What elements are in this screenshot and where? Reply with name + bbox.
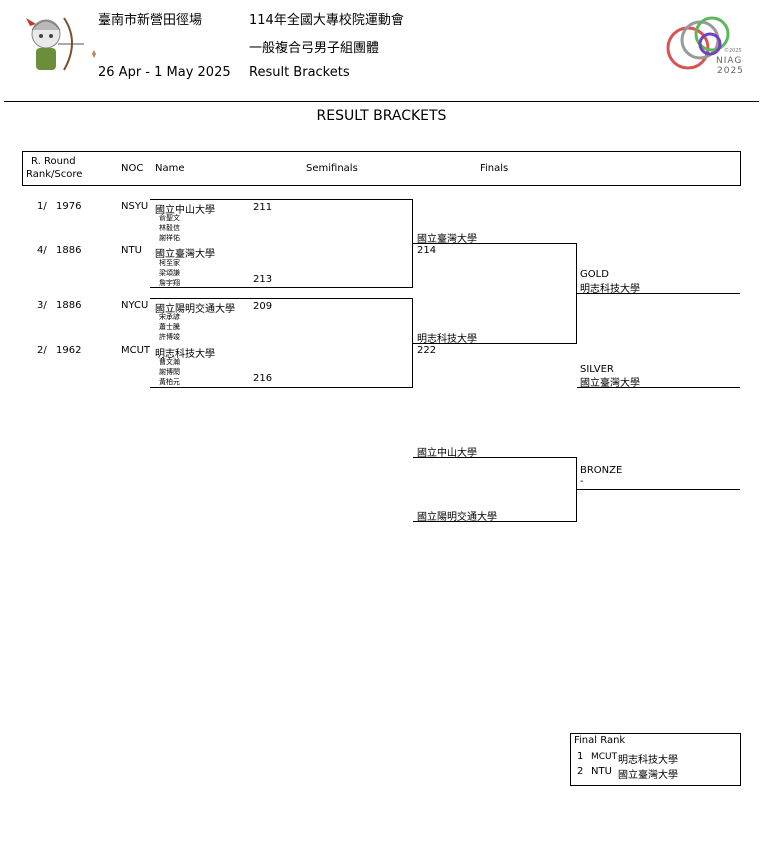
final-rank-team: 明志科技大學	[618, 755, 678, 766]
col-noc: NOC	[121, 163, 144, 174]
team-member: 謝祥佑	[159, 234, 180, 242]
semi-score: 211	[253, 202, 273, 213]
silver-team: 國立臺灣大學	[580, 378, 640, 389]
bronze-top-team: 國立中山大學	[417, 448, 477, 459]
semi1-bottom-line	[150, 287, 413, 288]
final-rank-box	[570, 733, 741, 786]
col-semifinals: Semifinals	[306, 163, 358, 174]
final-rank-title: Final Rank	[574, 735, 626, 746]
seed-team: 國立陽明交通大學	[155, 304, 235, 315]
bronze-bottom-line	[413, 521, 577, 522]
seed-score: 1886	[56, 300, 82, 311]
silver-label: SILVER	[580, 364, 614, 375]
col-name: Name	[155, 163, 185, 174]
final-rank-pos: 1	[577, 751, 584, 762]
final-bottom-team: 明志科技大學	[417, 334, 477, 345]
semi1-vertical	[412, 199, 413, 288]
logo-year: 2025	[717, 66, 744, 76]
seed-rank: 1/	[37, 201, 47, 212]
col-rank-line1: R. Round	[31, 156, 76, 167]
bronze-label: BRONZE	[580, 465, 623, 476]
seed-team: 明志科技大學	[155, 349, 215, 360]
final-rank-team: 國立臺灣大學	[618, 770, 678, 781]
team-member: 俞聖文	[159, 214, 180, 222]
logo-copyright: ©2025	[724, 48, 742, 54]
final-bottom-score: 222	[417, 345, 437, 356]
team-member: 林毅信	[159, 224, 180, 232]
final-top-team: 國立臺灣大學	[417, 234, 477, 245]
gold-label: GOLD	[580, 269, 609, 280]
seed-noc: NTU	[121, 245, 142, 256]
final-rank-pos: 2	[577, 766, 584, 777]
mascot-logo	[18, 8, 98, 80]
semi1-top-line	[150, 199, 413, 200]
col-finals: Finals	[480, 163, 509, 174]
final-rank-noc: MCUT	[591, 752, 618, 762]
semi-score: 213	[253, 274, 273, 285]
final-rank-noc: NTU	[591, 766, 612, 777]
final-top-score: 214	[417, 245, 437, 256]
final-bottom-line	[413, 343, 577, 344]
team-member: 謝博閎	[159, 368, 180, 376]
seed-noc: MCUT	[121, 345, 151, 356]
silver-line	[577, 387, 740, 388]
date-range: 26 Apr - 1 May 2025	[98, 65, 231, 80]
logo-text: NIAG	[716, 56, 743, 66]
seed-team: 國立臺灣大學	[155, 249, 215, 260]
header-divider	[4, 101, 759, 102]
seed-rank: 3/	[37, 300, 47, 311]
team-member: 黃柏元	[159, 378, 180, 386]
bronze-top-line	[413, 457, 577, 458]
event-title: 114年全國大專校院運動會	[249, 13, 404, 28]
semi-score: 209	[253, 301, 273, 312]
bronze-team: -	[580, 476, 584, 487]
team-member: 曹文瀚	[159, 358, 180, 366]
gold-line	[577, 293, 740, 294]
seed-team: 國立中山大學	[155, 205, 215, 216]
document-type: Result Brackets	[249, 65, 350, 80]
seed-score: 1886	[56, 245, 82, 256]
niag-logo: ©2025 NIAG 2025	[666, 14, 746, 78]
bronze-bottom-team: 國立陽明交通大學	[417, 512, 497, 523]
col-rank-line2: Rank/Score	[26, 169, 83, 180]
seed-score: 1976	[56, 201, 82, 212]
team-member: 宋承諺	[159, 313, 180, 321]
seed-noc: NSYU	[121, 201, 149, 212]
final-vertical	[576, 243, 577, 344]
team-member: 梁頌謙	[159, 269, 180, 277]
event-subtitle: 一般複合弓男子組團體	[249, 41, 380, 56]
seed-score: 1962	[56, 345, 82, 356]
seed-rank: 4/	[37, 245, 47, 256]
final-top-line	[413, 243, 577, 244]
semi2-bottom-line	[150, 387, 413, 388]
team-member: 柯至家	[159, 259, 180, 267]
column-header-bar	[22, 151, 741, 186]
seed-noc: NYCU	[121, 300, 149, 311]
semi2-vertical	[412, 298, 413, 388]
venue-name: 臺南市新營田徑場	[98, 13, 203, 28]
semi-score: 216	[253, 373, 273, 384]
team-member: 許博竣	[159, 333, 180, 341]
bronze-line	[577, 489, 740, 490]
seed-rank: 2/	[37, 345, 47, 356]
team-member: 蕭士騰	[159, 323, 180, 331]
bronze-vertical	[576, 457, 577, 522]
team-member: 詹宇翔	[159, 279, 180, 287]
page-title: RESULT BRACKETS	[316, 108, 447, 124]
semi2-top-line	[150, 298, 413, 299]
gold-team: 明志科技大學	[580, 284, 640, 295]
